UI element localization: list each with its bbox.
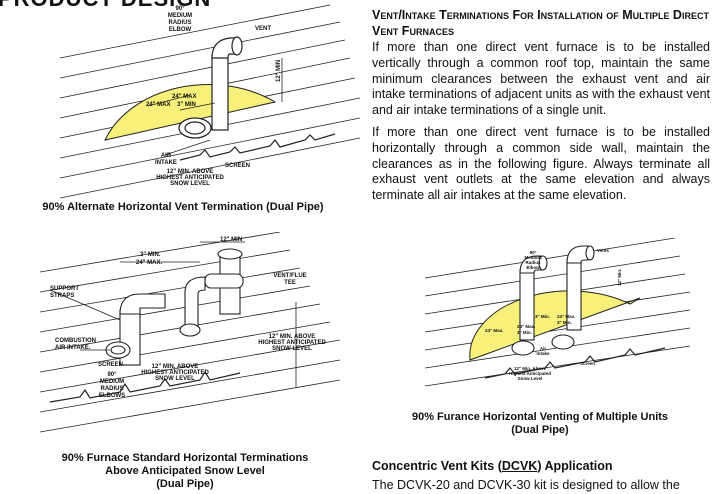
label-12-min: 12" MIN <box>276 60 282 82</box>
figure1-caption: 90% Alternate Horizontal Vent Terminatio… <box>42 201 324 213</box>
concentric-heading-end: ) Application <box>537 459 613 473</box>
label-elbow-3: RADIUS <box>168 20 191 26</box>
section-title: Vent/Intake Terminations For Installatio… <box>372 8 709 38</box>
label-vents-3: Vents <box>597 248 610 253</box>
label-air3-1: Air <box>540 346 547 351</box>
page-header-fragment: PRODUCT DESIGN <box>0 0 211 12</box>
label-straps-2: STRAPS <box>50 293 74 299</box>
label-vent: VENT <box>255 26 271 32</box>
snow-line <box>179 133 336 161</box>
figure2-caption-line2: Above Anticipated Snow Level <box>105 465 265 477</box>
label-elbows-4: ELBOWS <box>99 393 125 399</box>
label-snow-right-1: 12" MIN. ABOVE <box>269 334 316 340</box>
label-3-min-2: 3" MIN. <box>140 252 161 258</box>
label-3-min-3b: 3" Min. <box>557 320 572 325</box>
label-elbow3-1: 90° <box>530 250 537 255</box>
label-24-max-3c: 24" Max. <box>517 324 535 329</box>
label-elbow-1: 90° <box>175 6 185 12</box>
label-12-min-3: 12" Min. <box>617 269 622 286</box>
concentric-heading: Concentric Vent Kits (DCVK) Application <box>372 459 613 473</box>
label-snow3-3: Snow Level <box>518 376 543 381</box>
label-straps-1: SUPPORT <box>50 286 79 292</box>
label-24-max-a: 24" MAX <box>172 94 197 100</box>
clearance-zone <box>104 84 277 141</box>
label-screen-3: Screen <box>580 361 595 366</box>
label-screen: SCREEN <box>225 163 250 169</box>
label-screen-2: SCREEN <box>98 362 123 368</box>
concentric-body: The DCVK-20 and DCVK-30 kit is designed … <box>372 478 680 492</box>
pipes-group <box>105 248 244 366</box>
snow-line-2 <box>49 370 241 403</box>
label-24-max-3b: 24" Max. <box>485 328 503 333</box>
concentric-heading-start: Concentric Vent Kits ( <box>372 459 502 473</box>
figure3-caption-line2: (Dual Pipe) <box>511 424 569 436</box>
figure2-caption-line3: (Dual Pipe) <box>156 478 214 490</box>
wall-siding-lines <box>60 4 360 199</box>
dcvk-link[interactable]: DCVK <box>501 459 538 473</box>
label-snow-mid-3: SNOW LEVEL <box>155 376 195 382</box>
figure-alternate-horizontal-termination: 90° MEDIUM RADIUS ELBOW VENT 12" MIN 24"… <box>60 4 360 199</box>
label-snow-right-2: HIGHEST ANTICIPATED <box>258 340 326 346</box>
label-snow-mid-2: HIGHEST ANTICIPATED <box>141 370 209 376</box>
vent-pipe <box>178 36 243 139</box>
label-elbows-3: RADIUS <box>100 386 123 392</box>
figure2-caption-line1: 90% Furnace Standard Horizontal Terminat… <box>61 452 309 464</box>
label-snow3-1: 12" Min. Above <box>514 366 547 371</box>
label-tee-2: TEE <box>284 280 296 286</box>
label-elbow-2: MEDIUM <box>168 13 192 19</box>
figure2-caption: 90% Furnace Standard Horizontal Terminat… <box>40 452 330 491</box>
paragraph-horizontal-install: If more than one direct vent furnace is … <box>372 125 710 203</box>
label-24-max-3a: 24" Max. <box>557 314 575 319</box>
label-elbow3-4: Elbow <box>526 265 540 270</box>
label-combustion-2: AIR INTAKE. <box>55 345 91 351</box>
label-24-max-2: 24" MAX. <box>136 260 163 266</box>
label-3-min-3a: 3" Min. <box>535 314 550 319</box>
label-snow-right-3: SNOW LEVEL <box>272 346 312 352</box>
label-elbow3-2: Medium <box>524 255 541 260</box>
label-12-min-2: 12" MIN <box>220 237 242 243</box>
label-snow-mid-1: 12" MIN. ABOVE <box>152 364 199 370</box>
vents-3 <box>511 245 595 356</box>
clearance-zone-3 <box>469 290 641 361</box>
paragraph-vertical-install: If more than one direct vent furnace is … <box>372 40 710 118</box>
label-elbows-1: 90° <box>107 372 117 378</box>
label-24-max-b: 24" MAX <box>146 102 171 108</box>
label-air-2: INTAKE <box>155 160 177 166</box>
dimension-lines <box>147 58 283 156</box>
wall-siding-lines-2 <box>40 232 340 433</box>
label-tee-1: VENT/FLUE <box>273 273 306 279</box>
label-3-min: 3" MIN <box>177 102 196 108</box>
snow-line-3 <box>484 347 666 379</box>
figure-standard-horizontal-terminations: 12" MIN 3" MIN. 24" MAX. SUPPORT STRAPS … <box>40 232 340 433</box>
figure-multiple-units: 90° Medium Radius Elbow Vents 12" Min. 3… <box>425 238 690 387</box>
label-elbow3-3: Radius <box>525 260 541 265</box>
label-snow3-2: Highest Anticipated <box>509 371 551 376</box>
figure3-caption-line1: 90% Furance Horizontal Venting of Multip… <box>411 411 669 423</box>
label-air-1: AIR <box>161 153 172 159</box>
label-elbows-2: MEDIUM <box>100 379 124 385</box>
label-elbow-4: ELBOW <box>169 27 192 33</box>
label-snow-2: HIGHEST ANTICIPATED <box>156 175 224 181</box>
label-3-min-3c: 3" Min. <box>517 330 532 335</box>
label-combustion-1: COMBUSTION <box>55 338 96 344</box>
figure3-caption: 90% Furance Horizontal Venting of Multip… <box>395 411 685 437</box>
label-snow-3: SNOW LEVEL <box>170 181 210 187</box>
dimension-lines-2 <box>49 241 297 387</box>
label-air3-2: Intake <box>536 351 550 356</box>
label-snow-1: 12" MIN. ABOVE <box>167 169 214 175</box>
